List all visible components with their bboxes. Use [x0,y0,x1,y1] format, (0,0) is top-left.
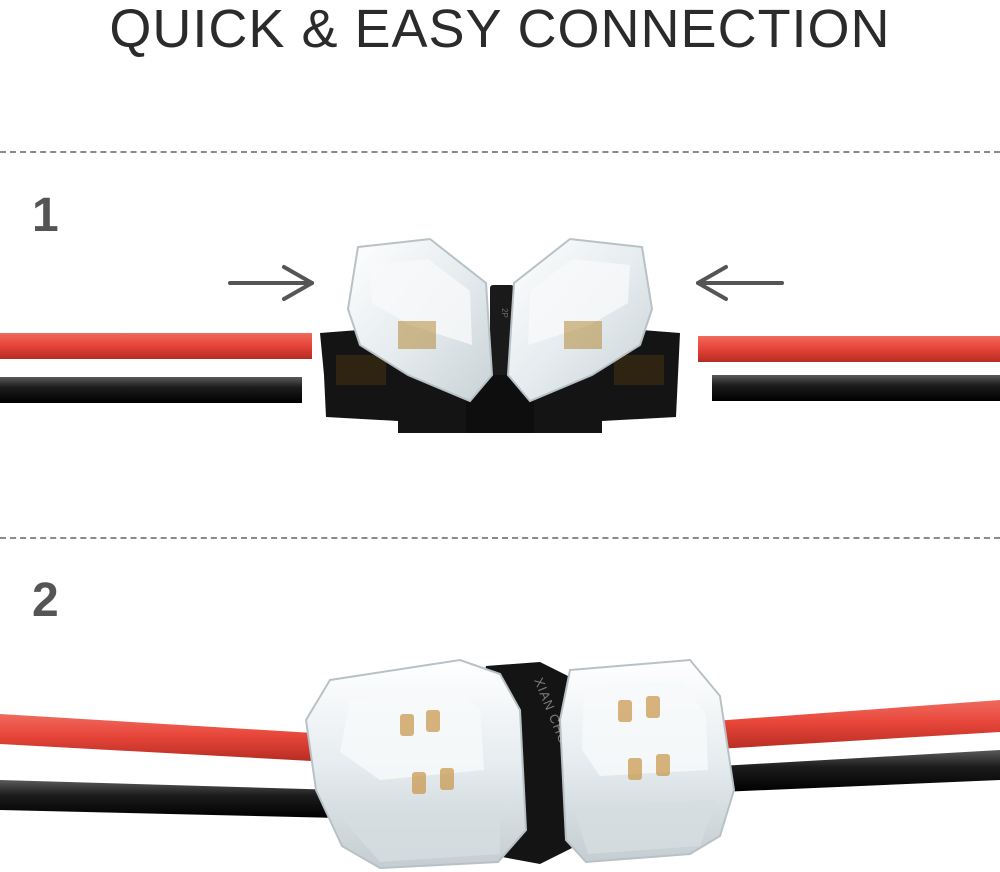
step-1-illustration: 2P [0,225,1000,450]
connector-imprint-step1: 2P [500,308,509,318]
step-2-illustration: XIAN CHONG [0,640,1000,872]
clear-housing-right [558,658,736,864]
arrow-right-icon [228,265,314,301]
clear-cover-left [346,237,494,403]
red-wire-left-2 [0,714,330,762]
divider-middle [0,537,1000,539]
black-wire-left [0,377,302,403]
page-title: QUICK & EASY CONNECTION [109,0,891,59]
step-1-svg: 2P [0,237,1000,433]
red-wire-left [0,333,312,359]
step-number-2: 2 [32,574,59,627]
black-wire-right [712,375,1000,401]
step-number-1: 1 [32,189,59,242]
black-wire-right-2 [720,750,1000,792]
divider-top [0,151,1000,153]
arrow-left-icon [696,265,784,301]
clear-cover-right [506,237,654,403]
red-wire-right-2 [700,700,1000,750]
black-wire-left-2 [0,780,340,818]
connector-base: 2P [320,285,680,433]
step-2-svg: XIAN CHONG [0,658,1000,870]
red-wire-right [698,336,1000,362]
clear-housing-left [304,658,528,870]
